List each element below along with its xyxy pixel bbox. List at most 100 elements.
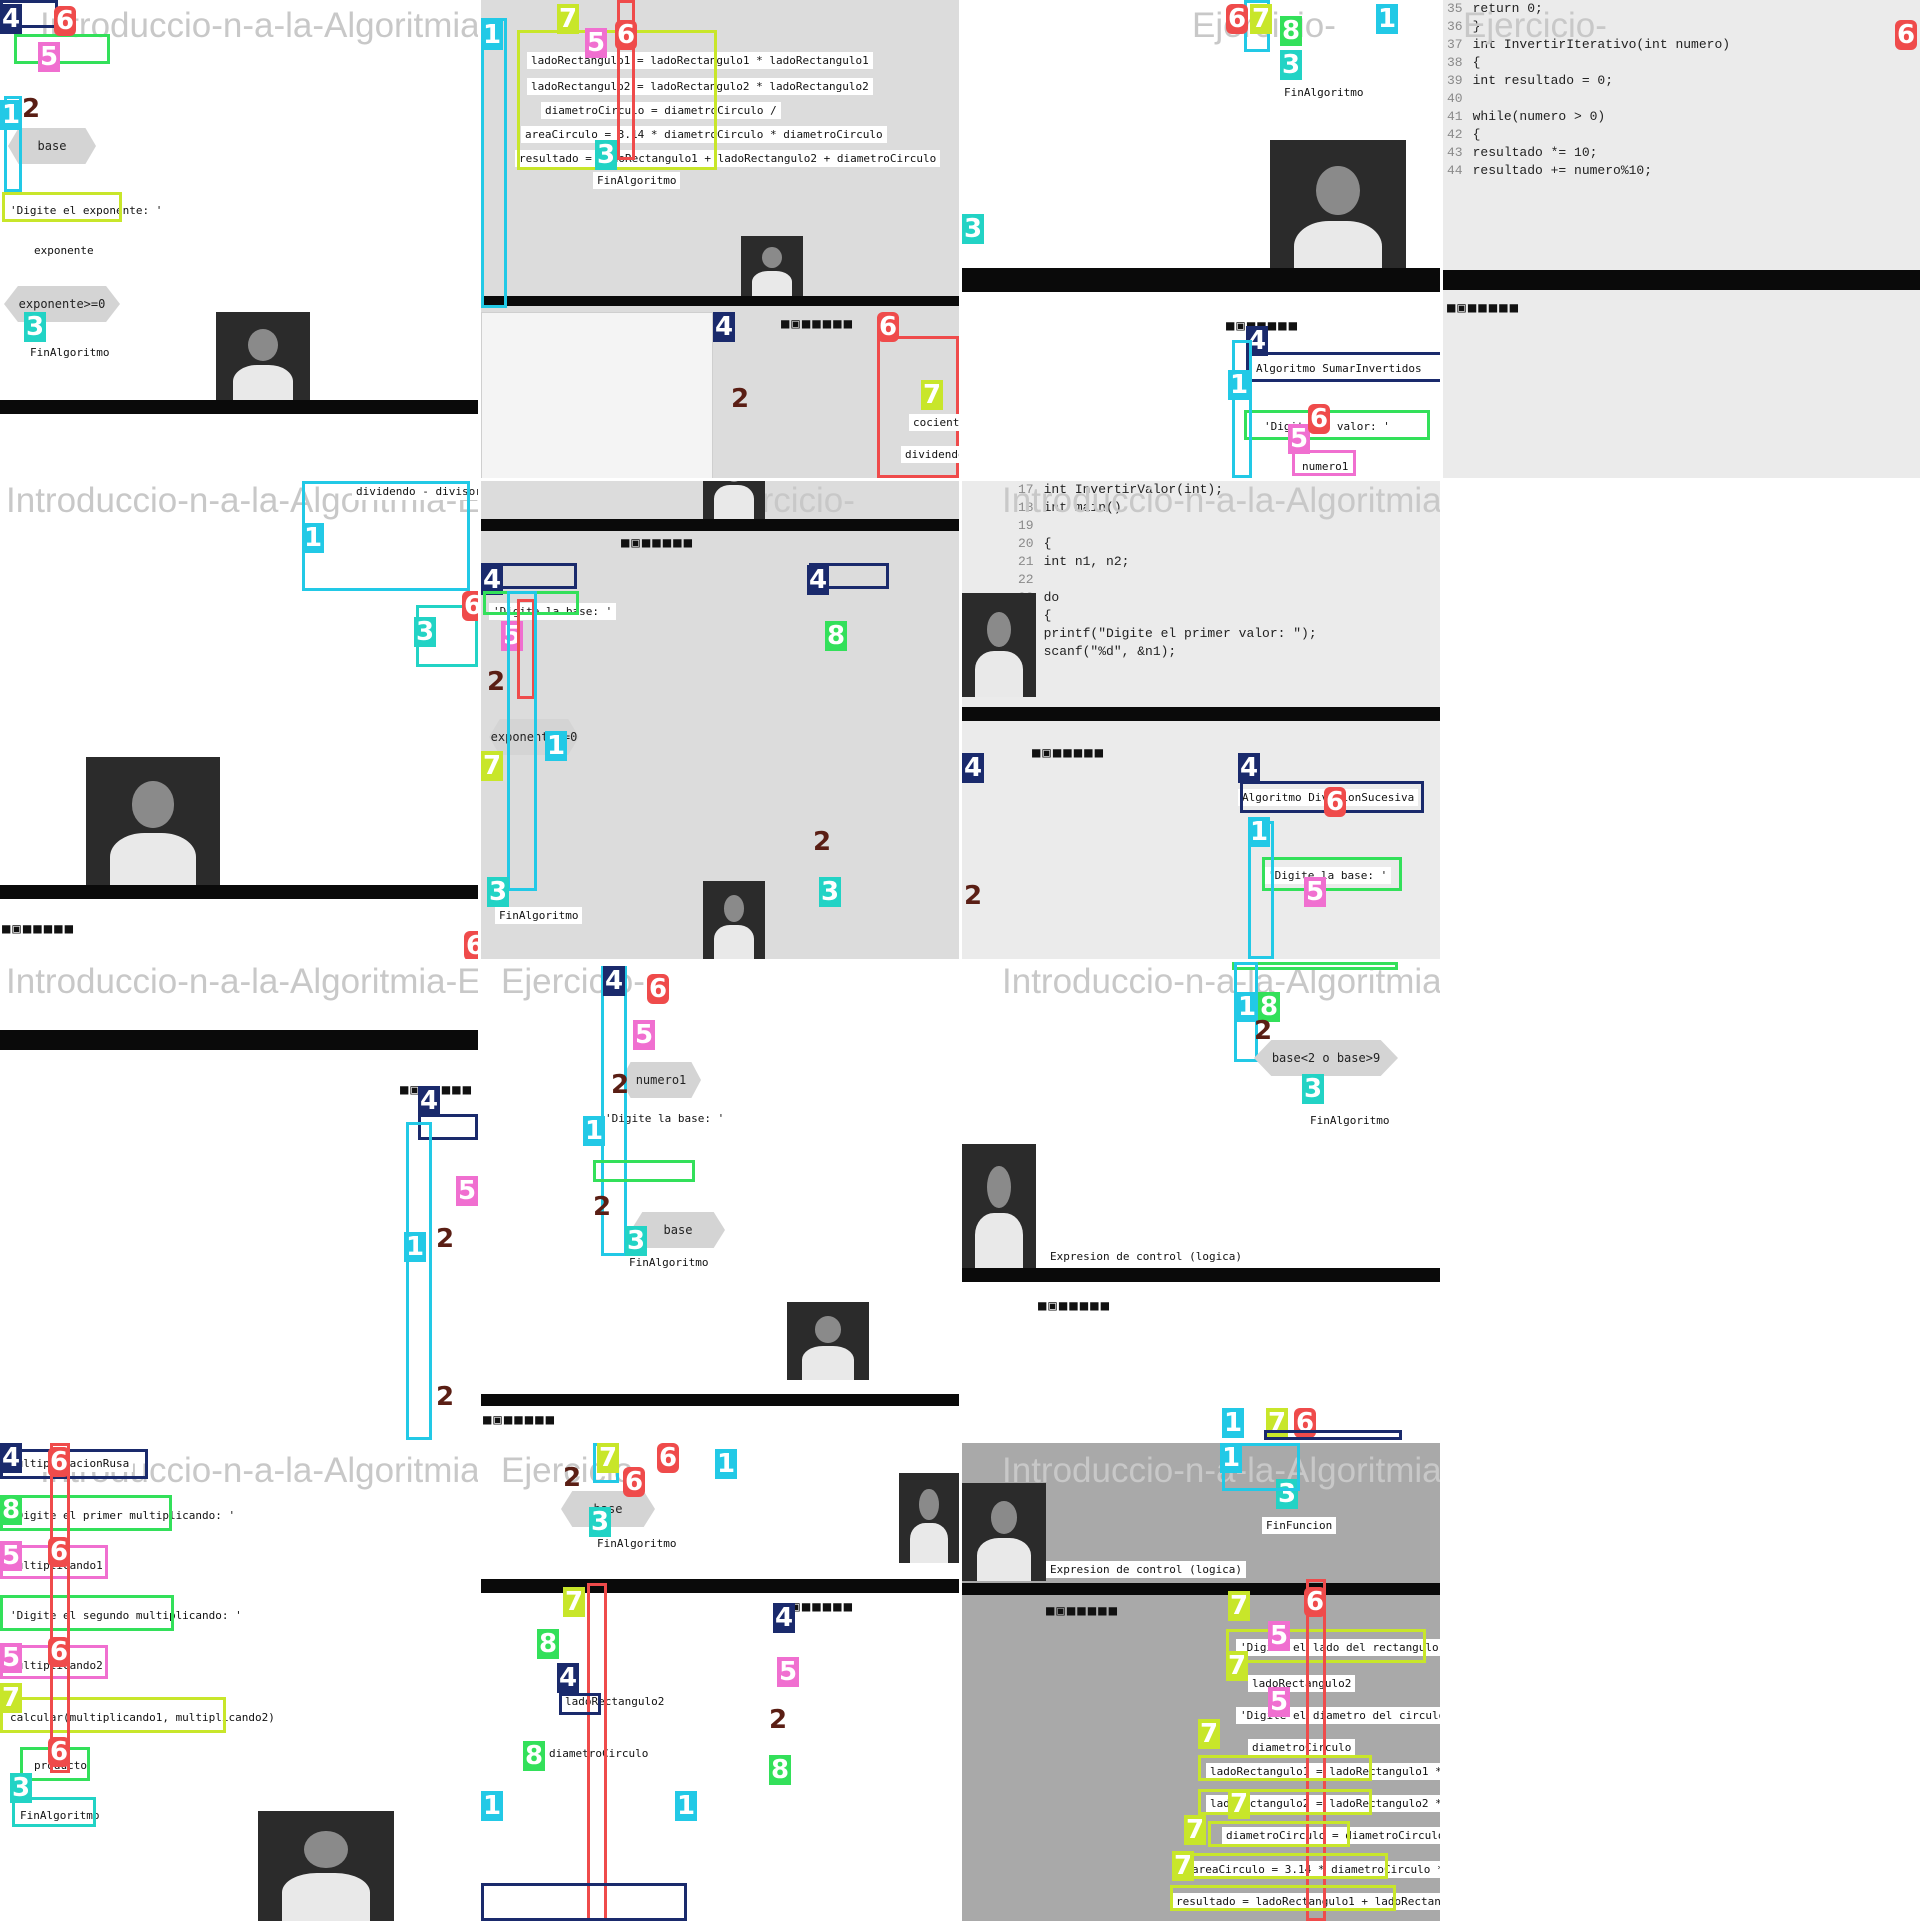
editor-toolbar[interactable]: ■▣■■■■■ (781, 1599, 855, 1615)
webcam-feed (962, 1483, 1046, 1581)
flow-resultado[interactable]: resultado = ladoRectangulo1 + ladoRectan… (515, 150, 941, 167)
region-box-6 (617, 0, 635, 160)
region-tag-5: 5 (1288, 424, 1310, 454)
region-box-7 (1180, 1853, 1388, 1879)
flow-diametro-3[interactable]: diametroCirculo = diametroCirculo / (1222, 1827, 1440, 1844)
region-box-4 (418, 1114, 478, 1140)
flow-dividendo-divisor[interactable]: dividendo - divisor (352, 483, 478, 500)
flow-fin-funcion[interactable]: FinFuncion (1262, 1517, 1337, 1534)
taskbar (962, 268, 1440, 292)
region-box-8 (1262, 857, 1402, 891)
flow-lado-rect2[interactable]: ladoRectangulo2 = ladoRectangulo2 * lado… (527, 78, 873, 95)
region-tag-2: 2 (1253, 1016, 1273, 1046)
region-box-1 (302, 481, 470, 591)
flow-algoritmo-sumar[interactable]: Algoritmo SumarInvertidos (1252, 360, 1426, 377)
region-box-7 (1198, 1789, 1372, 1815)
flow-digite-exponente[interactable]: 'Digite el exponente: ' (6, 202, 167, 219)
region-tag-3: 3 (1302, 1074, 1324, 1104)
region-tag-6: 6 (462, 591, 478, 621)
flow-digite-base-3[interactable]: 'Digite la base: ' (601, 1110, 729, 1127)
region-tag-5: 5 (633, 1020, 655, 1050)
watermark-text: Ejercicio- (1463, 6, 1607, 45)
flow-lado-rect2-var[interactable]: ladoRectangulo2 (1248, 1675, 1356, 1692)
flow-area-circulo[interactable]: areaCirculo = 3.14 * diametroCirculo * d… (521, 126, 887, 143)
flow-digite-circulo[interactable]: 'Digite el diametro del circulo: ' (1236, 1707, 1440, 1724)
webcam-feed (703, 881, 765, 959)
tile-r2c2: Ejercicio- ■▣■■■■■ 'Digite la base: ' ex… (481, 481, 959, 959)
flow-diametro-var[interactable]: diametroCirculo (545, 1745, 653, 1762)
region-box-7 (2, 192, 122, 222)
editor-toolbar[interactable]: ■▣■■■■■ (621, 535, 695, 551)
flow-fin-algoritmo-4[interactable]: FinAlgoritmo (495, 907, 583, 924)
region-tag-8: 8 (769, 1755, 791, 1785)
webcam-feed (1270, 140, 1406, 284)
tile-r4c3: Introduccio-n-a-la-Algoritmia-Ejercicio-… (962, 1443, 1440, 1921)
region-tag-8: 8 (0, 1495, 22, 1525)
editor-toolbar[interactable]: ■▣■■■■■ (483, 1412, 557, 1428)
region-box-7 (1198, 1755, 1372, 1781)
editor-toolbar[interactable]: ■▣■■■■■ (1038, 1298, 1112, 1314)
region-tag-7: 7 (597, 1443, 619, 1473)
region-tag-2: 2 (730, 384, 750, 414)
flow-fin-algoritmo[interactable]: FinAlgoritmo (26, 344, 114, 361)
flow-dividendo[interactable]: dividendo (901, 446, 959, 463)
watermark-text: Ejercicio- (501, 1451, 645, 1490)
flow-calcular[interactable]: calcular(multiplicando1, multiplicando2) (6, 1709, 279, 1726)
flow-fin-algoritmo-8[interactable]: FinAlgoritmo (593, 1535, 681, 1552)
flow-diametro[interactable]: diametroCirculo = diametroCirculo / (541, 102, 781, 119)
region-tag-5: 5 (38, 42, 60, 72)
flow-numero1[interactable]: numero1 (1298, 458, 1353, 475)
tile-r4c1: Introduccio-n-a-la-Algoritmia-Ejercicio-… (0, 1443, 478, 1921)
flow-base-cond[interactable]: base<2 o base>9 (1254, 1040, 1398, 1076)
flow-fin-algoritmo-7[interactable]: FinAlgoritmo (16, 1807, 104, 1824)
region-tag-6: 6 (48, 1637, 70, 1667)
editor-toolbar[interactable]: ■▣■■■■■ (781, 316, 855, 332)
flow-area-circulo-2[interactable]: areaCirculo = 3.14 * diametroCirculo * d… (1188, 1861, 1440, 1878)
editor-toolbar[interactable]: ■▣■■■■■ (2, 921, 76, 937)
region-tag-5: 5 (1268, 1687, 1290, 1717)
flow-digite-base-2[interactable]: 'Digite la base: ' (1264, 867, 1392, 884)
flow-diametro-var-2[interactable]: diametroCirculo (1248, 1739, 1356, 1756)
region-tag-2: 2 (562, 1463, 582, 1493)
region-tag-1: 1 (481, 20, 503, 50)
flow-expresion-control-2[interactable]: Expresion de control (logica) (1046, 1561, 1247, 1578)
region-tag-1: 1 (1222, 1408, 1244, 1438)
flow-fin-algoritmo-3[interactable]: FinAlgoritmo (1280, 84, 1368, 101)
flow-numero-diamond[interactable]: numero1 (621, 1062, 701, 1098)
taskbar (481, 519, 959, 531)
region-tag-4: 4 (557, 1663, 579, 1693)
tile-r3c1: Introduccio-n-a-la-Algoritmia-Ejercicio-… (0, 962, 478, 1440)
editor-toolbar[interactable]: ■▣■■■■■ (1447, 300, 1521, 316)
flow-fin-algoritmo-5[interactable]: FinAlgoritmo (625, 1254, 713, 1271)
region-tag-1: 1 (1376, 4, 1398, 34)
flow-fin-algoritmo-2[interactable]: FinAlgoritmo (593, 172, 681, 189)
flow-fin-algoritmo-6[interactable]: FinAlgoritmo (1306, 1112, 1394, 1129)
editor-toolbar[interactable]: ■▣■■■■■ (1032, 745, 1106, 761)
webcam-feed (258, 1811, 394, 1921)
region-tag-4: 4 (1238, 753, 1260, 783)
tile-r1c3: Ejercicio- FinAlgoritmo ■▣■■■■■ Algoritm… (962, 0, 1440, 478)
region-box-1 (1232, 340, 1252, 478)
flow-expresion-control[interactable]: Expresion de control (logica) (1046, 1248, 1247, 1265)
region-tag-8: 8 (1258, 992, 1280, 1022)
editor-panel[interactable] (481, 312, 713, 478)
region-tag-6: 6 (623, 1467, 645, 1497)
region-box-6 (877, 336, 959, 478)
editor-toolbar[interactable]: ■▣■■■■■ (1046, 1603, 1120, 1619)
flow-cociente[interactable]: cociente (909, 414, 959, 431)
region-tag-3: 3 (625, 1226, 647, 1256)
code-line-40: 40 (1447, 91, 1463, 106)
flow-lado-rect[interactable]: ladoRectangulo1 = ladoRectangulo1 * lado… (527, 52, 873, 69)
flow-exponente-cond[interactable]: exponente>=0 (4, 286, 120, 322)
flow-base-diamond[interactable]: base (8, 128, 96, 164)
region-tag-4: 4 (0, 1443, 22, 1473)
flow-primer-mult[interactable]: 'Digite el primer multiplicando: ' (6, 1507, 240, 1524)
region-box-6 (517, 599, 535, 699)
flow-exponente[interactable]: exponente (30, 242, 98, 259)
region-box-6 (587, 1583, 607, 1921)
region-box-7 (1208, 1821, 1350, 1847)
